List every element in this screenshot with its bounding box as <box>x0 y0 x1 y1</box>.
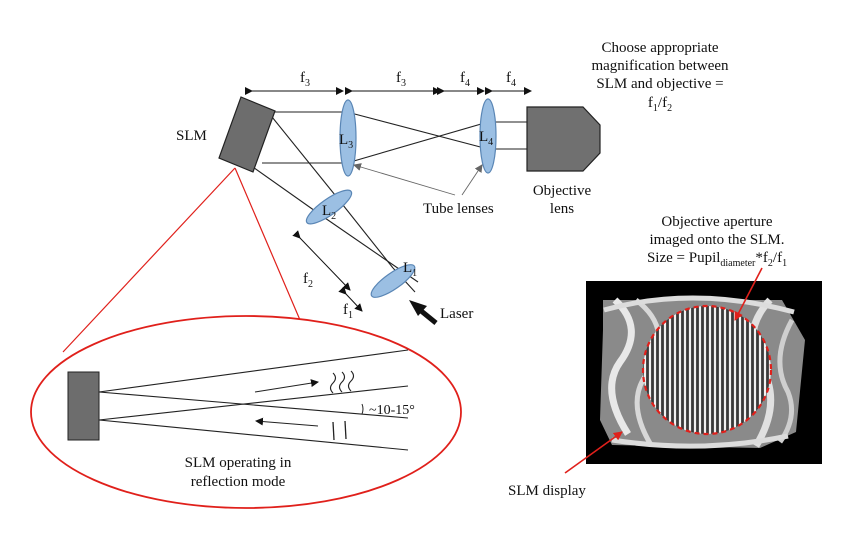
reflection-mode-inset <box>30 315 462 509</box>
lens-l2-letter: L <box>322 203 331 219</box>
lens-l1: L1 <box>370 260 417 298</box>
slm-device <box>218 96 276 173</box>
lens-l3-letter: L <box>339 132 348 148</box>
zoom-callout-lines <box>62 167 301 353</box>
lens-l4: L4 <box>479 98 497 174</box>
inset-curved-wavefronts <box>329 370 355 394</box>
magnification-ratio: f1/f2 <box>648 95 672 114</box>
svg-text:L4: L4 <box>479 129 493 148</box>
focal-label-f2: f2 <box>303 271 313 290</box>
slm-display-pointer-arrow <box>564 431 623 474</box>
lens-l2-subscript: 2 <box>331 211 336 222</box>
objective-label-line-1: Objective <box>533 183 592 199</box>
aperture-note-line-2: imaged onto the SLM. <box>650 232 785 248</box>
tube-lenses-pointers <box>353 163 483 196</box>
inset-incoming-arrow <box>255 417 319 427</box>
reflection-caption-line-1: SLM operating in <box>185 455 292 471</box>
focal-label-f3-b: f3 <box>396 70 406 89</box>
inset-plane-wavefronts <box>332 420 347 441</box>
lens-l2: L2 <box>305 189 353 225</box>
svg-text:L2: L2 <box>322 203 336 222</box>
reflection-caption-line-2: reflection mode <box>191 474 286 490</box>
slm-display-phase-pattern <box>600 295 805 449</box>
objective-aperture-circle <box>641 304 773 436</box>
slm-display-label: SLM display <box>508 483 586 499</box>
focal-label-f3-a: f3 <box>300 70 310 89</box>
magnification-note-line-2: magnification between <box>591 58 729 74</box>
magnification-note-line-3: SLM and objective = <box>596 76 723 92</box>
focal-label-f4-b: f4 <box>506 70 516 89</box>
inset-angle-arc <box>361 403 364 415</box>
magnification-note-line-1: Choose appropriate <box>601 40 718 56</box>
svg-text:L1: L1 <box>403 260 417 279</box>
focal-label-f4-a: f4 <box>460 70 470 89</box>
aperture-note-line-1: Objective aperture <box>661 214 773 230</box>
inset-angle-label: ~10-15° <box>369 403 415 418</box>
objective-lens <box>526 106 601 172</box>
lens-l4-letter: L <box>479 129 488 145</box>
focal-dimensions-diagonal <box>292 230 363 312</box>
laser-label: Laser <box>440 306 473 322</box>
svg-text:L3: L3 <box>339 132 353 151</box>
lens-l3-subscript: 3 <box>348 140 353 151</box>
lens-l1-subscript: 1 <box>412 268 417 279</box>
lens-l3: L3 <box>339 99 357 177</box>
slm-label: SLM <box>176 128 207 144</box>
inset-slm-block <box>67 371 100 441</box>
lens-l4-subscript: 4 <box>488 137 493 148</box>
aperture-size-formula: Size = Pupildiameter*f2/f1 <box>647 250 787 269</box>
aperture-pointer-arrow <box>734 267 763 321</box>
inset-beams <box>98 349 409 451</box>
objective-label-line-2: lens <box>550 201 574 217</box>
laser-input-arrow <box>409 300 438 325</box>
focal-label-f1: f1 <box>343 302 353 321</box>
inset-outgoing-arrow <box>254 379 319 393</box>
tube-lenses-label: Tube lenses <box>423 201 494 217</box>
lens-l1-letter: L <box>403 260 412 276</box>
